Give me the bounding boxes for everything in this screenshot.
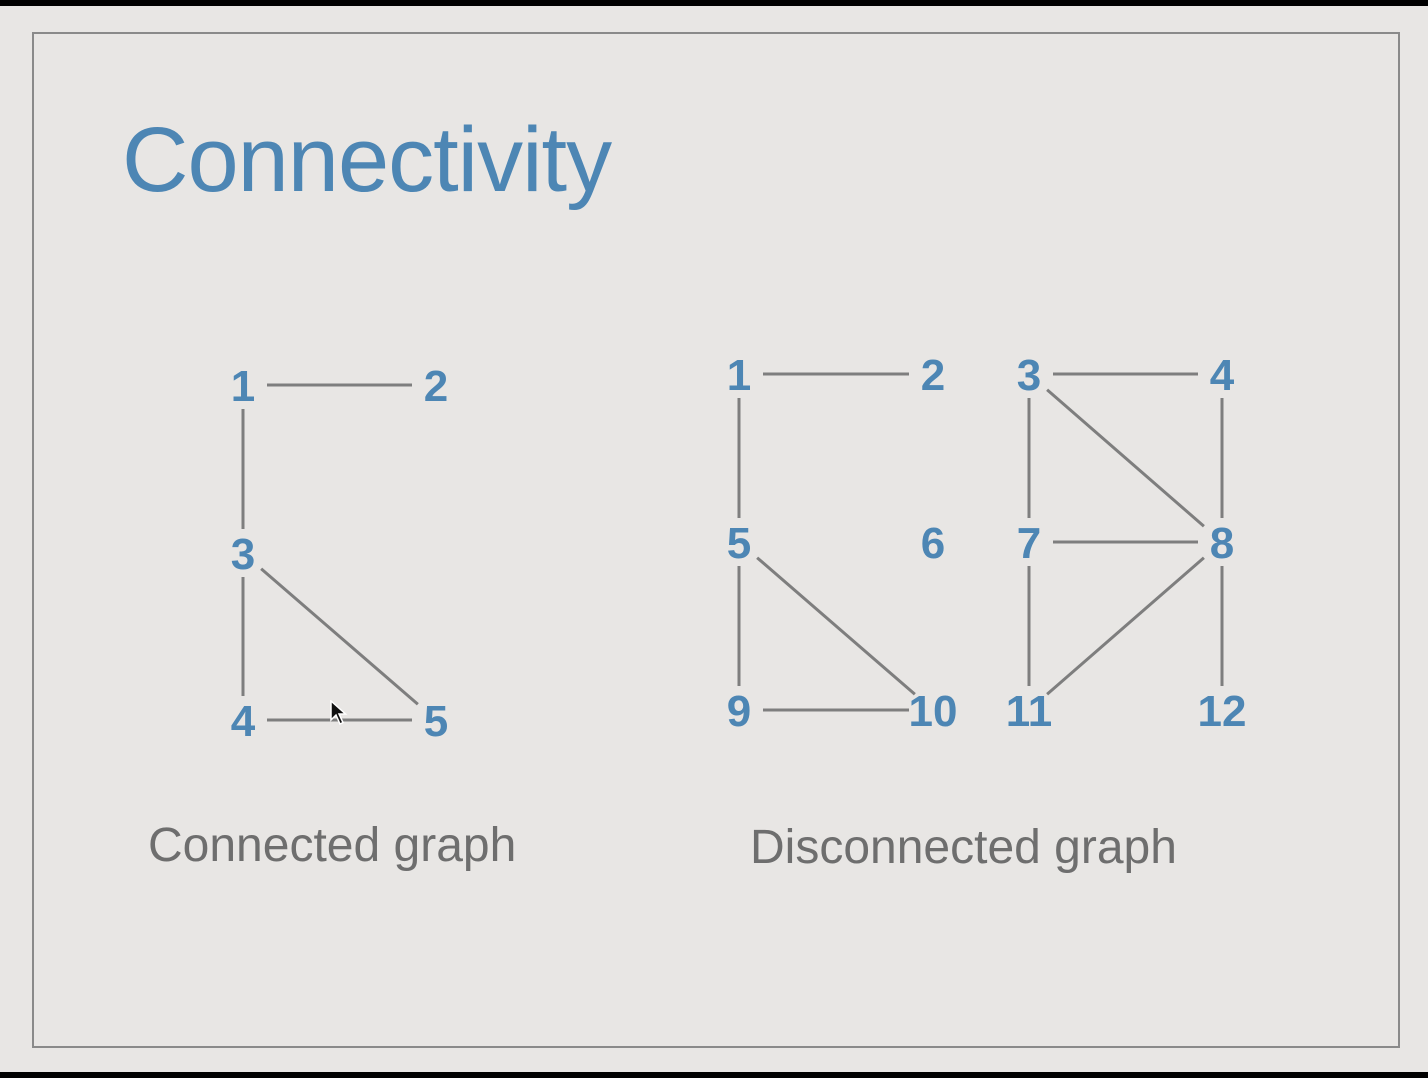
disconnected-edge-3-8 bbox=[1046, 388, 1205, 528]
disconnected-node-12: 12 bbox=[1198, 687, 1247, 736]
disconnected-node-2: 2 bbox=[921, 351, 945, 400]
connected-graph: 1 2 3 4 5 bbox=[231, 362, 448, 746]
disconnected-node-11: 11 bbox=[1006, 687, 1053, 736]
connected-node-1: 1 bbox=[231, 362, 255, 411]
disconnected-node-6: 6 bbox=[921, 519, 945, 568]
connected-node-4: 4 bbox=[231, 697, 256, 746]
disconnected-node-8: 8 bbox=[1210, 519, 1234, 568]
connected-node-2: 2 bbox=[424, 362, 448, 411]
disconnected-node-7: 7 bbox=[1017, 519, 1041, 568]
arrow-pointer-icon bbox=[330, 699, 348, 731]
disconnected-node-5: 5 bbox=[727, 519, 751, 568]
disconnected-node-3: 3 bbox=[1017, 351, 1041, 400]
disconnected-node-10: 10 bbox=[909, 687, 958, 736]
slide-frame bbox=[32, 32, 1400, 1048]
connected-edge-3-5 bbox=[260, 567, 419, 706]
connected-node-5: 5 bbox=[424, 697, 448, 746]
disconnected-node-1: 1 bbox=[727, 351, 751, 400]
connected-graph-caption: Connected graph bbox=[148, 819, 517, 872]
disconnected-node-9: 9 bbox=[727, 687, 751, 736]
disconnected-graph-caption: Disconnected graph bbox=[750, 821, 1177, 874]
slide-title: Connectivity bbox=[122, 109, 612, 211]
slide-screen bbox=[0, 6, 1428, 1072]
disconnected-edge-5-10 bbox=[756, 556, 916, 696]
connected-node-3: 3 bbox=[231, 530, 255, 579]
disconnected-node-4: 4 bbox=[1210, 351, 1235, 400]
disconnected-edge-8-11 bbox=[1046, 556, 1205, 696]
